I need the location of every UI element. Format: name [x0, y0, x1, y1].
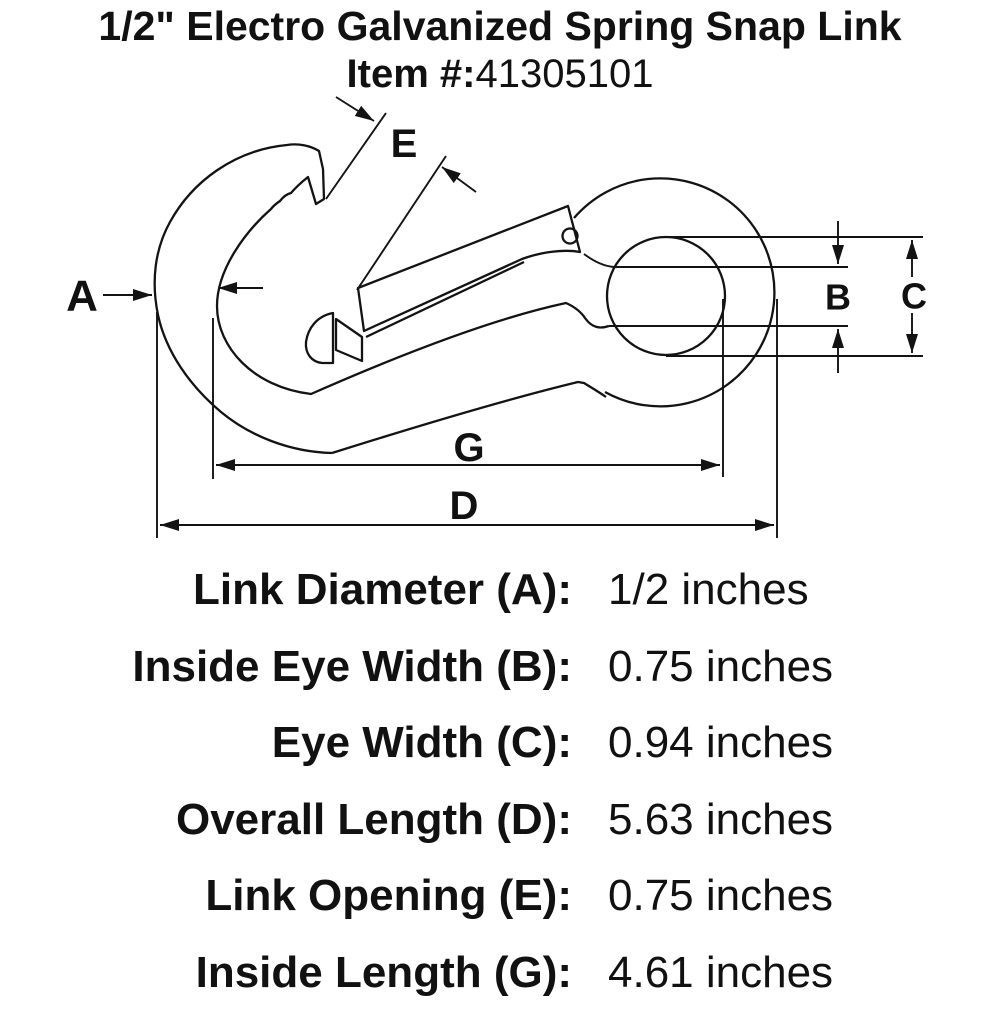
dim-label-e: E	[391, 122, 418, 166]
dim-e-arrow-1	[336, 97, 374, 121]
eye-inner-ring	[607, 237, 725, 355]
dim-e-arrow-2	[442, 167, 476, 192]
spec-label: Inside Eye Width (B):	[98, 642, 572, 692]
spec-value: 0.75 inches	[608, 871, 833, 921]
dim-label-c: C	[901, 276, 927, 317]
product-diagram: A E B C G D	[0, 0, 1000, 560]
dim-label-b: B	[825, 277, 851, 318]
spec-row: Link Opening (E): 0.75 inches	[0, 858, 1000, 935]
snap-link-drawing	[155, 144, 775, 453]
spec-label: Eye Width (C):	[98, 718, 572, 768]
spec-label: Overall Length (D):	[98, 795, 572, 845]
spec-value: 0.75 inches	[608, 642, 833, 692]
spec-label: Link Opening (E):	[98, 871, 572, 921]
spec-value: 1/2 inches	[608, 565, 809, 615]
dim-label-d: D	[450, 484, 479, 528]
spec-row: Overall Length (D): 5.63 inches	[0, 782, 1000, 859]
spec-row: Eye Width (C): 0.94 inches	[0, 705, 1000, 782]
spec-label: Link Diameter (A):	[98, 565, 572, 615]
spec-row: Inside Eye Width (B): 0.75 inches	[0, 629, 1000, 706]
spec-value: 5.63 inches	[608, 795, 833, 845]
spec-value: 0.94 inches	[608, 718, 833, 768]
dimension-annotations: A E B C G D	[66, 97, 927, 538]
eye-outer-ring	[574, 178, 774, 406]
dim-e-ext-1	[326, 113, 386, 199]
spec-value: 4.61 inches	[608, 948, 833, 998]
dim-label-a: A	[66, 272, 98, 321]
dim-label-g: G	[453, 426, 484, 470]
gate	[358, 206, 580, 331]
gate-tip-block	[336, 319, 362, 361]
gate-tip-wedge	[306, 313, 333, 363]
spec-label: Inside Length (G):	[98, 948, 572, 998]
spec-table: Link Diameter (A): 1/2 inches Inside Eye…	[0, 552, 1000, 1011]
spec-row: Link Diameter (A): 1/2 inches	[0, 552, 1000, 629]
